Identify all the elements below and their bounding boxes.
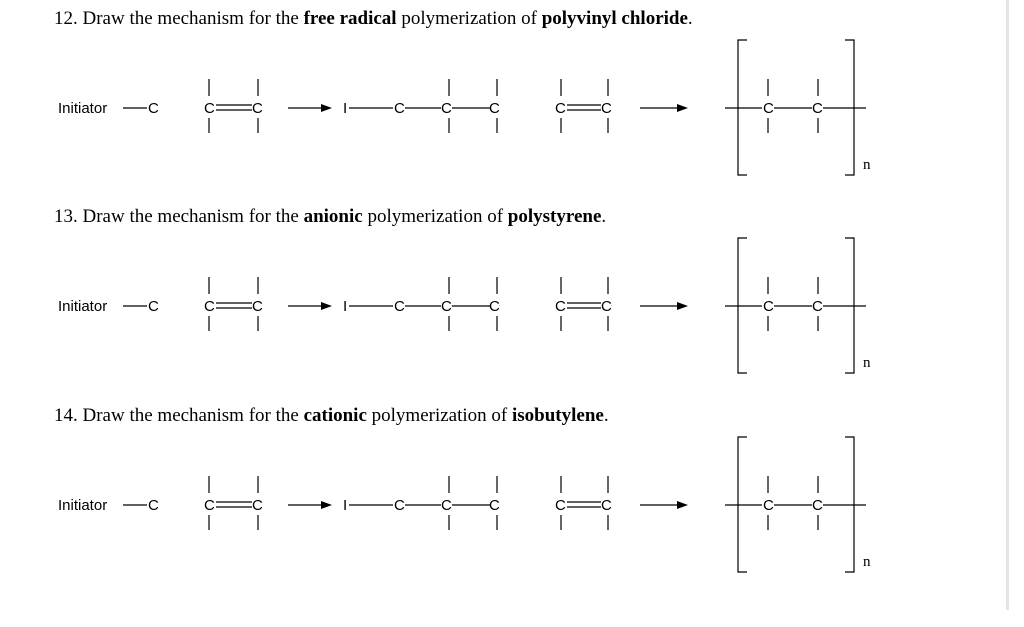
repeat-subscript: n xyxy=(863,355,871,371)
svg-text:C: C xyxy=(204,100,215,117)
mechanism-scheme: Initiator C C C I C C C C C xyxy=(58,237,871,374)
mechanism-scheme: Initiator C C C I C C C C C xyxy=(58,436,871,573)
svg-text:C: C xyxy=(148,100,159,117)
svg-text:I: I xyxy=(343,100,347,117)
svg-text:C: C xyxy=(148,298,159,315)
svg-text:C: C xyxy=(204,497,215,514)
svg-text:C: C xyxy=(252,298,263,315)
svg-text:C: C xyxy=(763,100,774,117)
svg-text:C: C xyxy=(555,100,566,117)
repeat-subscript: n xyxy=(863,554,871,570)
svg-text:I: I xyxy=(343,298,347,315)
alkene-monomer: C C xyxy=(555,79,612,133)
svg-text:C: C xyxy=(148,497,159,514)
initiator-label: Initiator xyxy=(58,100,107,117)
svg-text:C: C xyxy=(489,497,500,514)
svg-text:C: C xyxy=(489,298,500,315)
problem-14: 14. Draw the mechanism for the cationic … xyxy=(0,397,1000,597)
mechanism-scheme: Initiator C C C I C C C xyxy=(58,39,871,176)
alkene-monomer: C C xyxy=(555,476,612,530)
question-text: 12. Draw the mechanism for the free radi… xyxy=(54,8,693,29)
alkene-monomer: C C xyxy=(204,79,263,133)
svg-text:C: C xyxy=(601,298,612,315)
reaction-arrow xyxy=(288,302,332,310)
problem-12: 12. Draw the mechanism for the free radi… xyxy=(0,0,1000,200)
svg-text:C: C xyxy=(555,298,566,315)
svg-text:C: C xyxy=(441,298,452,315)
svg-text:C: C xyxy=(601,100,612,117)
svg-text:C: C xyxy=(394,100,405,117)
svg-text:C: C xyxy=(601,497,612,514)
svg-text:C: C xyxy=(489,100,500,117)
polymer-repeat-unit: C C n xyxy=(725,237,871,374)
svg-text:C: C xyxy=(204,298,215,315)
initiator-label: Initiator xyxy=(58,298,107,315)
scrollbar[interactable] xyxy=(1006,0,1009,610)
question-text: 14. Draw the mechanism for the cationic … xyxy=(54,405,609,426)
alkene-monomer: C C xyxy=(204,277,263,331)
polymer-repeat-unit: C C n xyxy=(725,39,871,176)
svg-text:C: C xyxy=(763,298,774,315)
question-text: 13. Draw the mechanism for the anionic p… xyxy=(54,206,607,227)
repeat-subscript: n xyxy=(863,157,871,173)
svg-text:C: C xyxy=(812,100,823,117)
svg-text:C: C xyxy=(763,497,774,514)
reaction-arrow xyxy=(640,501,688,509)
initiator-label: Initiator xyxy=(58,497,107,514)
growing-chain: I C C C xyxy=(343,79,500,133)
svg-text:C: C xyxy=(394,298,405,315)
alkene-monomer: C C xyxy=(555,277,612,331)
reaction-arrow xyxy=(288,501,332,509)
alkene-monomer: C C xyxy=(204,476,263,530)
growing-chain: I C C C xyxy=(343,476,500,530)
polymer-repeat-unit: C C n xyxy=(725,436,871,573)
svg-text:C: C xyxy=(441,100,452,117)
svg-text:C: C xyxy=(252,497,263,514)
growing-chain: I C C C xyxy=(343,277,500,331)
svg-text:C: C xyxy=(812,298,823,315)
problem-13: 13. Draw the mechanism for the anionic p… xyxy=(0,198,1000,398)
svg-text:C: C xyxy=(394,497,405,514)
svg-text:C: C xyxy=(441,497,452,514)
svg-text:C: C xyxy=(555,497,566,514)
svg-text:C: C xyxy=(812,497,823,514)
reaction-arrow xyxy=(640,302,688,310)
reaction-arrow xyxy=(640,104,688,112)
svg-text:C: C xyxy=(252,100,263,117)
svg-text:I: I xyxy=(343,497,347,514)
reaction-arrow xyxy=(288,104,332,112)
